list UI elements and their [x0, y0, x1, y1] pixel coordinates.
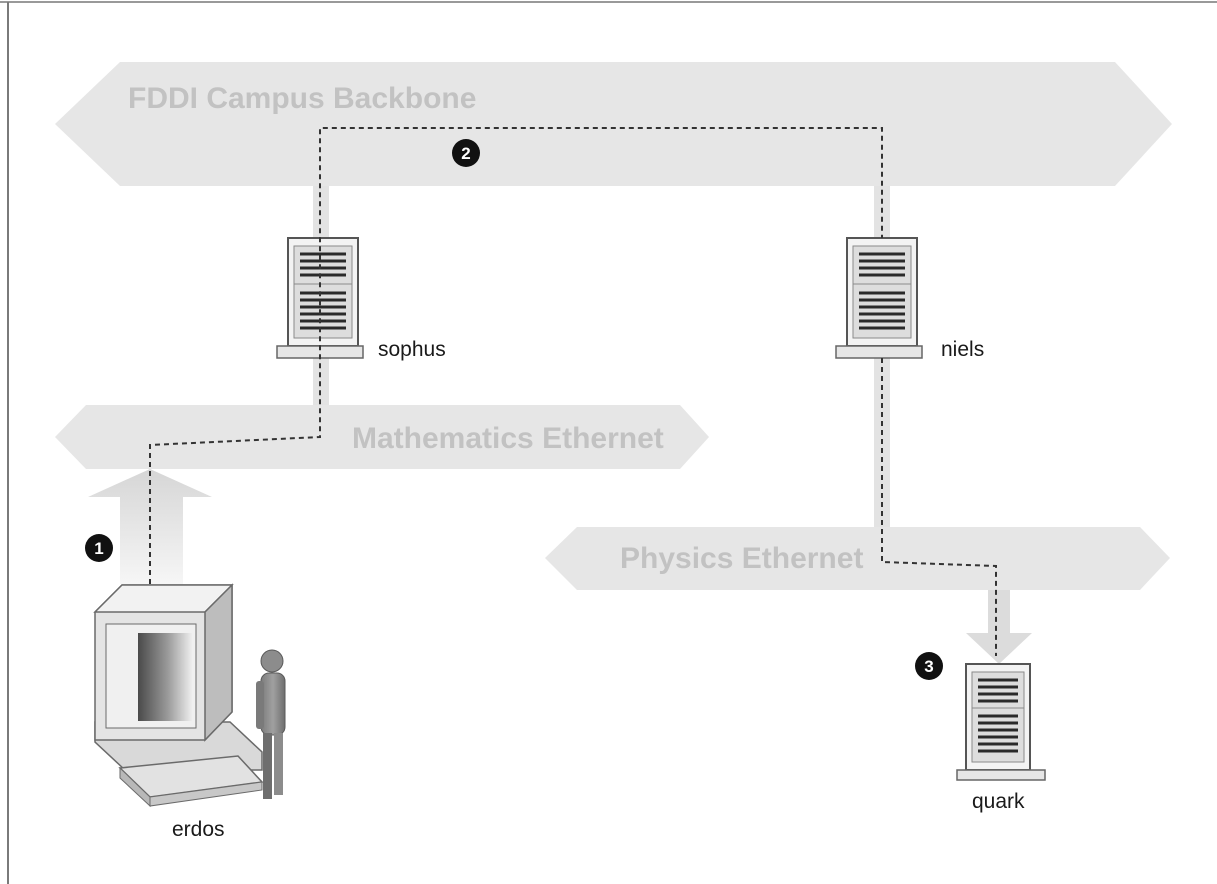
niels-router-icon: [835, 237, 923, 359]
quark-downward-arrow: [966, 590, 1032, 664]
fddi-backbone-band: [55, 62, 1172, 186]
step-2-number: 2: [461, 144, 470, 163]
step-1-marker: 1: [85, 534, 113, 562]
quark-label: quark: [972, 790, 1025, 813]
sophus-label: sophus: [378, 338, 446, 361]
physics-ethernet-band: [545, 527, 1170, 590]
physics-ethernet-label: Physics Ethernet: [620, 542, 863, 575]
packet-route-niels-to-quark: [881, 358, 997, 656]
erdos-label: erdos: [172, 818, 225, 841]
erdos-workstation-icon: [93, 583, 264, 808]
step-1-number: 1: [94, 539, 103, 558]
sophus-router-icon: [276, 237, 364, 359]
erdos-user-figure: [256, 649, 286, 799]
quark-server-icon: [956, 663, 1046, 781]
fddi-backbone-label: FDDI Campus Backbone: [128, 82, 476, 115]
math-ethernet-band: [55, 405, 709, 469]
math-ethernet-label: Mathematics Ethernet: [352, 422, 664, 455]
step-3-marker: 3: [915, 652, 943, 680]
niels-label: niels: [941, 338, 984, 361]
niels-physics-link: [874, 358, 890, 534]
packet-route-erdos-to-niels: [149, 127, 883, 584]
step-2-marker: 2: [452, 139, 480, 167]
step-3-number: 3: [924, 657, 933, 676]
